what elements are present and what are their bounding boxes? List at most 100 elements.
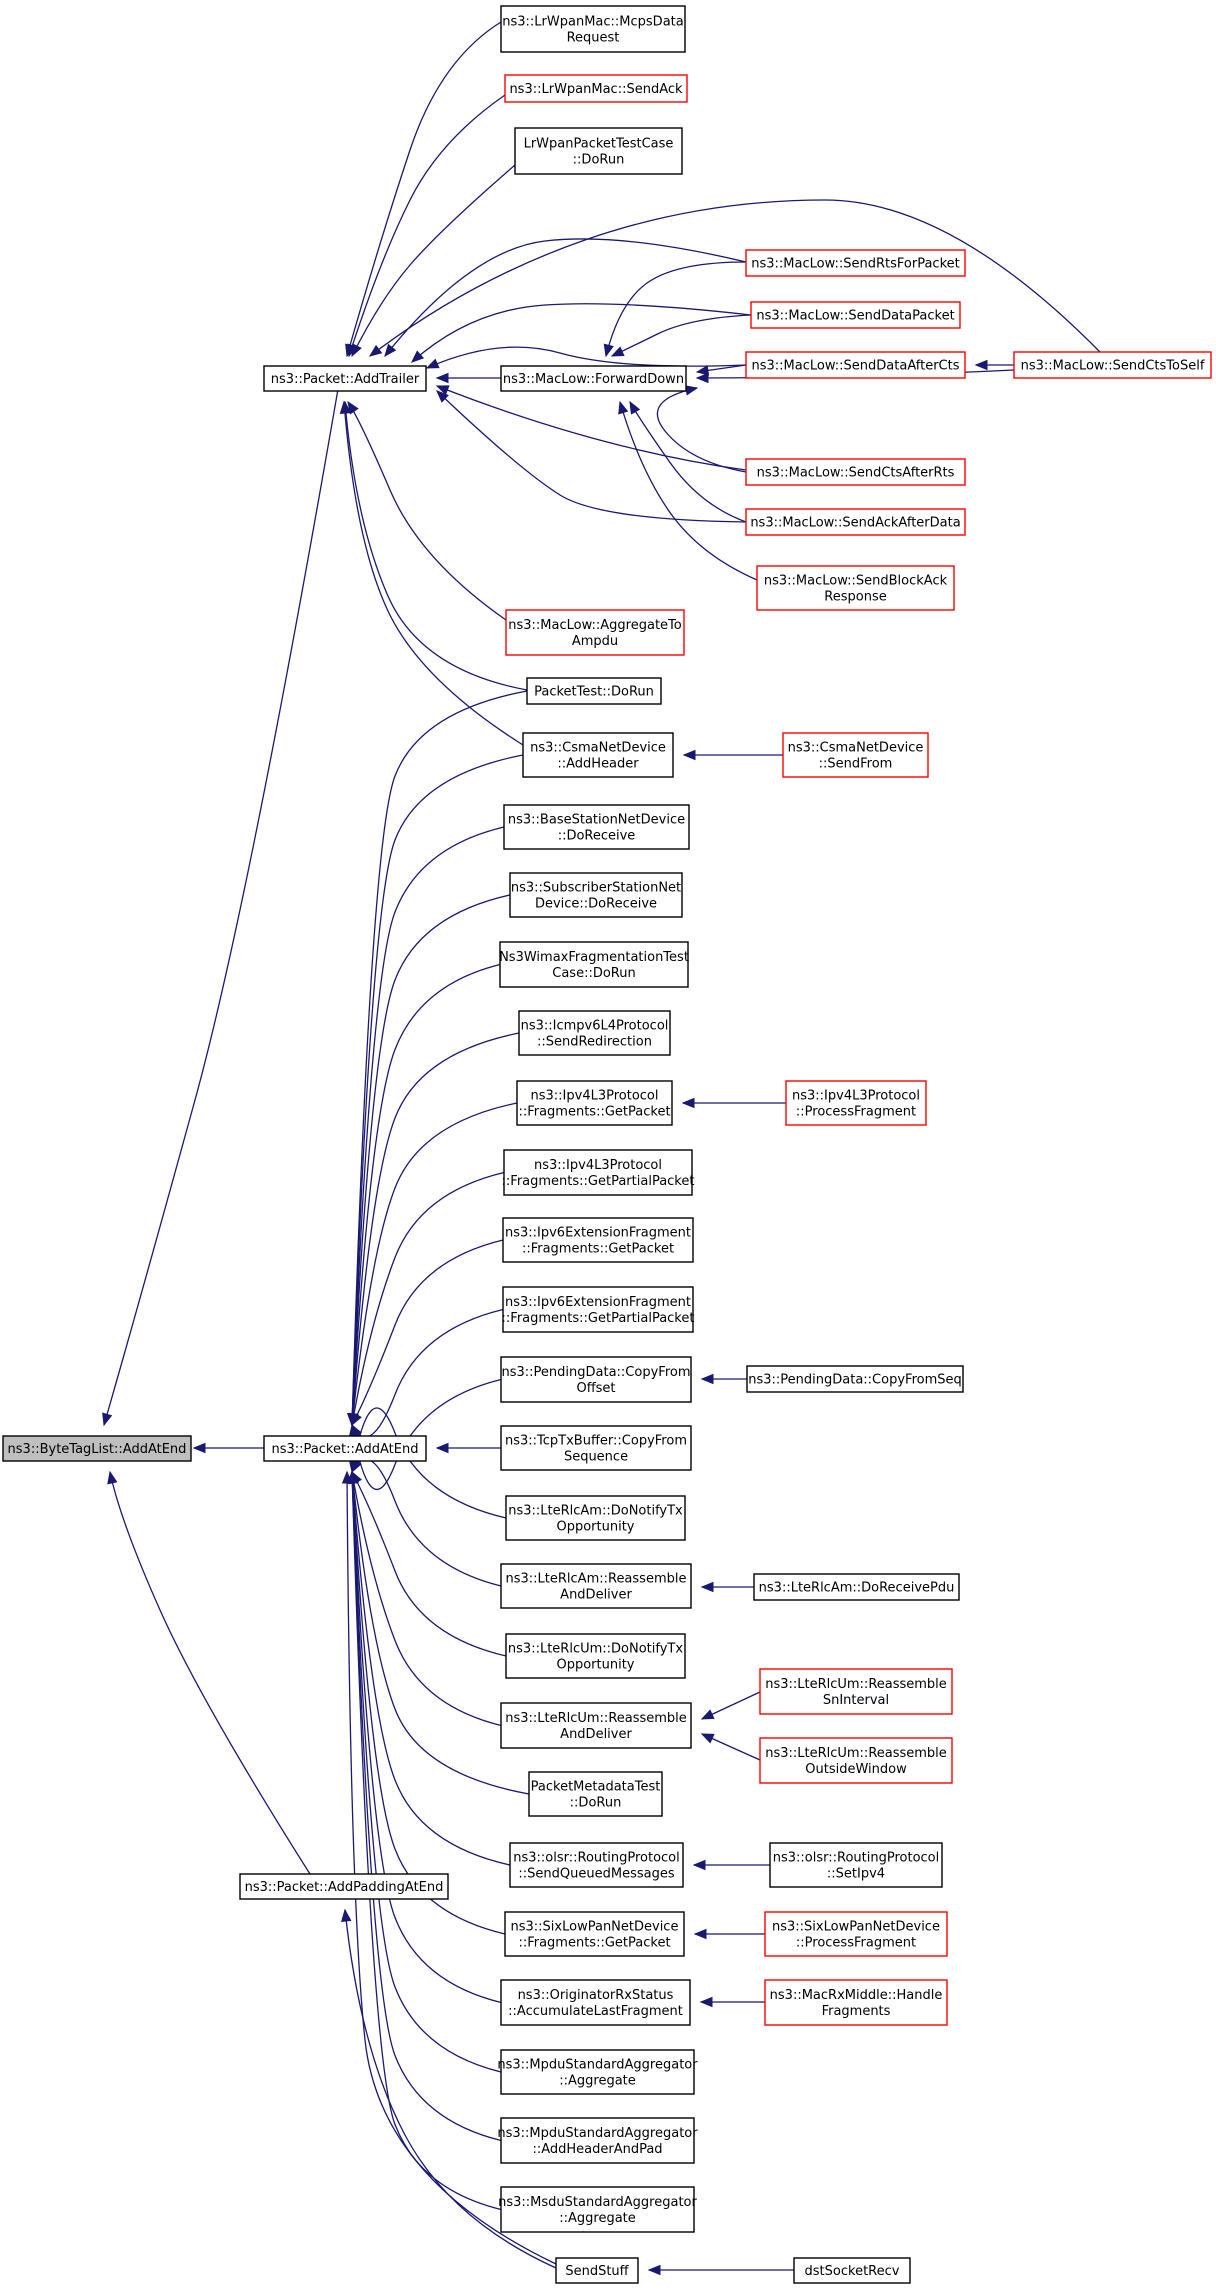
- node-sendCtsToSelf[interactable]: ns3::MacLow::SendCtsToSelf: [1013, 351, 1212, 379]
- node-sendAckAfterData[interactable]: ns3::MacLow::SendAckAfterData: [745, 508, 966, 536]
- node-csmaAddHeader[interactable]: ns3::CsmaNetDevice::AddHeader: [522, 732, 674, 778]
- node-box[interactable]: [518, 1010, 671, 1056]
- node-icmpv6[interactable]: ns3::Icmpv6L4Protocol::SendRedirection: [518, 1010, 671, 1056]
- node-box[interactable]: [500, 5, 686, 53]
- node-box[interactable]: [526, 677, 662, 705]
- node-box[interactable]: [499, 941, 689, 988]
- node-sendStuff[interactable]: SendStuff: [555, 2257, 639, 2284]
- node-lrwpanTest[interactable]: LrWpanPacketTestCase::DoRun: [514, 127, 683, 175]
- node-box[interactable]: [516, 1080, 673, 1126]
- node-sendCtsAfterRts[interactable]: ns3::MacLow::SendCtsAfterRts: [745, 458, 966, 486]
- node-box[interactable]: [500, 1702, 692, 1749]
- node-box[interactable]: [509, 1842, 684, 1888]
- node-box[interactable]: [500, 2186, 695, 2233]
- node-bsDoReceive[interactable]: ns3::BaseStationNetDevice::DoReceive: [503, 804, 690, 850]
- node-box[interactable]: [759, 1737, 953, 1784]
- node-ssDoReceive[interactable]: ns3::SubscriberStationNetDevice::DoRecei…: [509, 872, 683, 918]
- node-box[interactable]: [764, 1911, 948, 1957]
- node-box[interactable]: [793, 2257, 911, 2284]
- node-box[interactable]: [745, 351, 966, 379]
- node-packetTest[interactable]: PacketTest::DoRun: [526, 677, 662, 705]
- node-box[interactable]: [2, 1435, 192, 1462]
- node-box[interactable]: [746, 1365, 964, 1393]
- node-box[interactable]: [522, 732, 674, 778]
- node-box[interactable]: [500, 1356, 692, 1403]
- node-ipv6GetPartial[interactable]: ns3::Ipv6ExtensionFragment::Fragments::G…: [502, 1286, 695, 1333]
- node-csmaSendFrom[interactable]: ns3::CsmaNetDevice::SendFrom: [782, 732, 929, 778]
- node-box[interactable]: [505, 1633, 686, 1679]
- node-box[interactable]: [503, 804, 690, 850]
- node-box[interactable]: [500, 1563, 692, 1609]
- node-box[interactable]: [505, 1495, 686, 1541]
- node-olsrSendQueued[interactable]: ns3::olsr::RoutingProtocol::SendQueuedMe…: [509, 1842, 684, 1888]
- node-sixLowProcess[interactable]: ns3::SixLowPanNetDevice::ProcessFragment: [764, 1911, 948, 1957]
- node-box[interactable]: [502, 1217, 694, 1263]
- node-box[interactable]: [503, 1149, 693, 1196]
- node-addPaddingAtEnd[interactable]: ns3::Packet::AddPaddingAtEnd: [239, 1873, 449, 1900]
- node-box[interactable]: [745, 508, 966, 536]
- node-box[interactable]: [764, 1979, 948, 2026]
- node-msduAggregate[interactable]: ns3::MsduStandardAggregator::Aggregate: [498, 2186, 698, 2233]
- node-box[interactable]: [263, 1435, 427, 1462]
- node-root[interactable]: ns3::ByteTagList::AddAtEnd: [2, 1435, 192, 1462]
- node-box[interactable]: [502, 1286, 694, 1333]
- node-sendRts[interactable]: ns3::MacLow::SendRtsForPacket: [745, 249, 966, 277]
- node-box[interactable]: [1013, 351, 1212, 379]
- node-box[interactable]: [528, 1771, 663, 1817]
- node-sendDataAfterCts[interactable]: ns3::MacLow::SendDataAfterCts: [745, 351, 966, 379]
- node-addTrailer[interactable]: ns3::Packet::AddTrailer: [263, 365, 427, 392]
- node-origAccum[interactable]: ns3::OriginatorRxStatus::AccumulateLastF…: [500, 1979, 691, 2026]
- node-box[interactable]: [500, 1979, 691, 2026]
- node-pktMetaTest[interactable]: PacketMetadataTest::DoRun: [528, 1771, 663, 1817]
- node-box[interactable]: [756, 565, 955, 611]
- node-box[interactable]: [750, 301, 961, 329]
- node-sendAckLrwpan[interactable]: ns3::LrWpanMac::SendAck: [504, 74, 688, 103]
- node-ipv4ProcessFrag[interactable]: ns3::Ipv4L3Protocol::ProcessFragment: [785, 1080, 927, 1126]
- node-box[interactable]: [239, 1873, 449, 1900]
- node-box[interactable]: [514, 127, 683, 175]
- node-box[interactable]: [500, 1425, 692, 1471]
- node-ipv4GetPartial[interactable]: ns3::Ipv4L3Protocol::Fragments::GetParti…: [502, 1149, 695, 1196]
- node-forwardDown[interactable]: ns3::MacLow::ForwardDown: [500, 365, 687, 392]
- node-box[interactable]: [500, 2049, 695, 2095]
- node-rlcAmReceivePdu[interactable]: ns3::LteRlcAm::DoReceivePdu: [753, 1573, 960, 1601]
- node-sendData[interactable]: ns3::MacLow::SendDataPacket: [750, 301, 961, 329]
- node-box[interactable]: [745, 249, 966, 277]
- node-box[interactable]: [759, 1668, 953, 1715]
- node-ipv6GetPacket[interactable]: ns3::Ipv6ExtensionFragment::Fragments::G…: [502, 1217, 694, 1263]
- node-dstSocketRecv[interactable]: dstSocketRecv: [793, 2257, 911, 2284]
- node-box[interactable]: [745, 458, 966, 486]
- node-box[interactable]: [555, 2257, 639, 2284]
- node-box[interactable]: [500, 365, 687, 392]
- node-box[interactable]: [505, 609, 685, 656]
- node-box[interactable]: [263, 365, 427, 392]
- node-pendingCopyFromSeq[interactable]: ns3::PendingData::CopyFromSeq: [746, 1365, 964, 1393]
- node-box[interactable]: [769, 1842, 943, 1888]
- node-box[interactable]: [782, 732, 929, 778]
- node-box[interactable]: [753, 1573, 960, 1601]
- node-mpduAggregate[interactable]: ns3::MpduStandardAggregator::Aggregate: [497, 2049, 698, 2095]
- node-box[interactable]: [504, 74, 688, 103]
- node-box[interactable]: [500, 2117, 695, 2164]
- node-box[interactable]: [509, 872, 683, 918]
- node-sixLowGetPacket[interactable]: ns3::SixLowPanNetDevice::Fragments::GetP…: [504, 1911, 685, 1957]
- node-box[interactable]: [504, 1911, 685, 1957]
- node-mpduAddHeader[interactable]: ns3::MpduStandardAggregator::AddHeaderAn…: [497, 2117, 698, 2164]
- node-ipv4GetPacket[interactable]: ns3::Ipv4L3Protocol::Fragments::GetPacke…: [516, 1080, 673, 1126]
- node-box[interactable]: [785, 1080, 927, 1126]
- node-addAtEnd[interactable]: ns3::Packet::AddAtEnd: [263, 1435, 427, 1462]
- node-olsrSetIpv4[interactable]: ns3::olsr::RoutingProtocol::SetIpv4: [769, 1842, 943, 1888]
